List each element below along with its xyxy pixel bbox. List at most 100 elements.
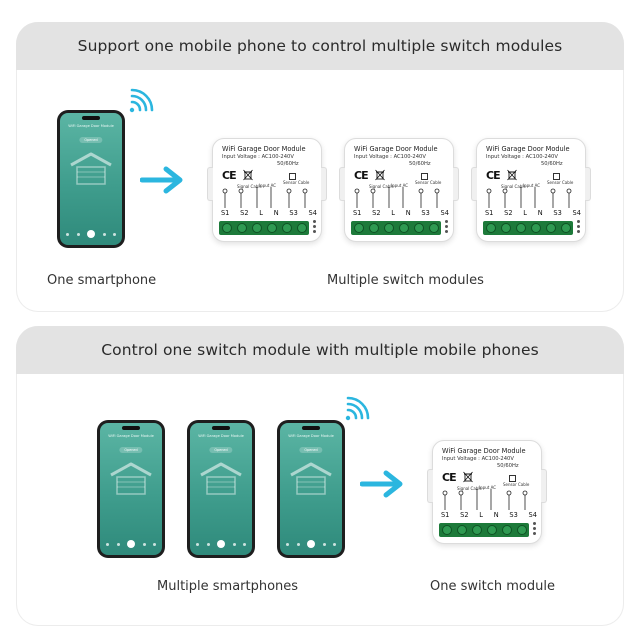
module-mount-ear: [453, 167, 459, 201]
sensor-symbol-icon: [421, 173, 428, 180]
terminal-block: [351, 221, 441, 235]
module-voltage: Input Voltage : AC100-240V: [442, 456, 514, 462]
indicator-dots: [313, 220, 316, 233]
indicator-dots: [533, 522, 536, 535]
screw-icon: [560, 223, 571, 233]
screw-icon: [296, 223, 307, 233]
power-button-icon: [217, 540, 225, 548]
led-dot-icon: [533, 527, 536, 530]
tab-dot-icon: [142, 542, 146, 546]
switch-module: WiFi Garage Door Module Input Voltage : …: [207, 138, 327, 242]
led-dot-icon: [533, 522, 536, 525]
screw-icon: [441, 525, 452, 535]
screw-icon: [368, 223, 379, 233]
terminal-label: S2: [504, 209, 513, 217]
module-mount-ear: [207, 167, 213, 201]
screw-icon: [383, 223, 394, 233]
module-frequency: 50/60Hz: [541, 161, 563, 167]
caption-multiple-modules: Multiple switch modules: [327, 273, 484, 288]
signal-cable-label: Signal Cable: [457, 486, 482, 491]
switch-module: WiFi Garage Door Module Input Voltage : …: [471, 138, 591, 242]
terminal-label: L: [391, 209, 395, 217]
section-title: Support one mobile phone to control mult…: [16, 22, 624, 70]
led-dot-icon: [445, 230, 448, 233]
weee-bin-icon: [507, 169, 517, 181]
door-status-badge: Opened: [79, 137, 103, 143]
terminal-label: N: [405, 209, 411, 217]
tab-dot-icon: [286, 542, 289, 546]
led-dot-icon: [533, 532, 536, 535]
terminal-label: S2: [460, 511, 469, 519]
terminal-labels: S1 S2 L N S3 S4: [353, 209, 449, 217]
screw-icon: [398, 223, 409, 233]
tab-dot-icon: [296, 542, 300, 546]
sensor-cable-label: Sensor Cable: [415, 180, 442, 185]
module-mount-ear: [585, 167, 591, 201]
module-title: WiFi Garage Door Module: [222, 145, 306, 153]
module-mount-ear: [339, 167, 345, 201]
screw-icon: [500, 223, 511, 233]
led-dot-icon: [313, 220, 316, 223]
screw-icon: [413, 223, 424, 233]
terminal-label: S4: [308, 209, 317, 217]
tab-dot-icon: [102, 232, 106, 236]
terminal-labels: S1 S2 L N S3 S4: [221, 209, 317, 217]
phone-tab-bar: [286, 540, 336, 548]
tab-dot-icon: [243, 542, 246, 546]
wiring-diagram: [222, 187, 308, 208]
led-dot-icon: [313, 225, 316, 228]
led-dot-icon: [577, 220, 580, 223]
caption-one-module: One switch module: [430, 579, 555, 594]
screw-icon: [516, 525, 527, 535]
terminal-labels: S1 S2 L N S3 S4: [485, 209, 581, 217]
terminal-label: S4: [440, 209, 449, 217]
ce-mark: CE: [442, 471, 457, 484]
module-voltage: Input Voltage : AC100-240V: [222, 154, 294, 160]
screw-icon: [545, 223, 556, 233]
tab-dot-icon: [66, 232, 69, 236]
sensor-cable-label: Sensor Cable: [547, 180, 574, 185]
screw-icon: [221, 223, 232, 233]
led-dot-icon: [577, 225, 580, 228]
phone-screen: WiFi Garage Door Module Opened: [280, 423, 342, 555]
terminal-label: S1: [441, 511, 450, 519]
terminal-label: S1: [485, 209, 494, 217]
terminal-label: S3: [289, 209, 298, 217]
power-button-icon: [127, 540, 135, 548]
terminal-label: S1: [353, 209, 362, 217]
terminal-label: S3: [553, 209, 562, 217]
led-dot-icon: [313, 230, 316, 233]
phone-notch: [302, 426, 320, 430]
terminal-label: S3: [509, 511, 518, 519]
module-mount-ear: [321, 167, 327, 201]
smartphone: WiFi Garage Door Module Opened: [97, 420, 165, 558]
terminal-label: L: [259, 209, 263, 217]
screw-icon: [471, 525, 482, 535]
door-status-badge: Opened: [299, 447, 323, 453]
sensor-symbol-icon: [289, 173, 296, 180]
tab-dot-icon: [76, 232, 80, 236]
terminal-label: S2: [240, 209, 249, 217]
caption-multiple-smartphones: Multiple smartphones: [157, 579, 299, 594]
tab-dot-icon: [153, 542, 156, 546]
screw-icon: [515, 223, 526, 233]
screw-icon: [485, 223, 496, 233]
switch-module: WiFi Garage Door Module Input Voltage : …: [339, 138, 459, 242]
input-ac-label: Input AC: [523, 183, 541, 188]
module-mount-ear: [541, 469, 547, 503]
smartphone: WiFi Garage Door Module Opened: [277, 420, 345, 558]
tab-dot-icon: [322, 542, 326, 546]
screw-icon: [428, 223, 439, 233]
terminal-label: S3: [421, 209, 430, 217]
app-title: WiFi Garage Door Module: [108, 434, 154, 438]
power-button-icon: [307, 540, 315, 548]
weee-bin-icon: [243, 169, 253, 181]
terminal-label: L: [479, 511, 483, 519]
input-ac-label: Input AC: [259, 183, 277, 188]
phone-notch: [212, 426, 230, 430]
terminal-label: S4: [572, 209, 581, 217]
terminal-label: S1: [221, 209, 230, 217]
smartphone: WiFi Garage Door Module Opened: [57, 110, 125, 248]
ce-mark: CE: [222, 169, 237, 182]
terminal-label: N: [537, 209, 543, 217]
